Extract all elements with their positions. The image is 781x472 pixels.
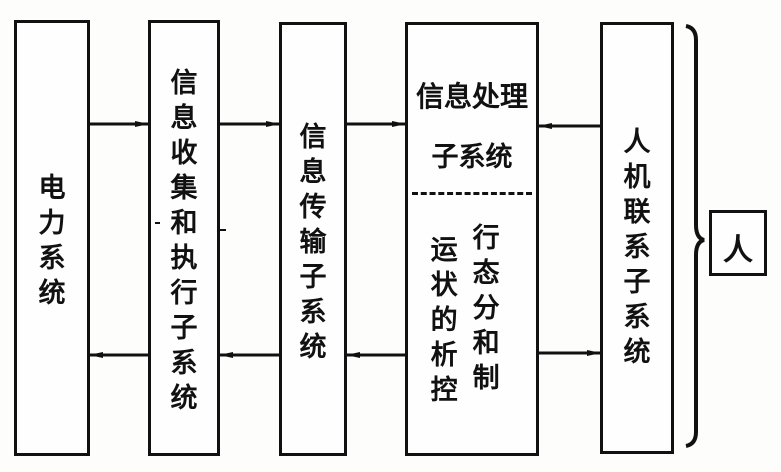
hmi-label: 人机联系子系统	[623, 127, 651, 368]
power-system-block: 电力系统	[14, 20, 90, 456]
person-label: 人	[723, 233, 753, 268]
processing-subtitle: 子系统	[431, 142, 513, 173]
person-block: 人	[709, 210, 767, 276]
info-collection-execution-label: 信息收集和执行子系统	[170, 68, 198, 414]
hmi-block: 人机联系子系统	[600, 22, 674, 454]
processing-title: 信息处理	[415, 80, 528, 113]
info-transmission-label: 信息传输子系统	[299, 122, 327, 363]
info-processing-block: 信息处理 子系统 运状的析控 行态分和制	[405, 22, 539, 456]
info-collection-execution-block: 信息收集和执行子系统	[148, 20, 220, 456]
analysis-col-2: 行态分和制	[472, 223, 500, 394]
info-transmission-block: 信息传输子系统	[279, 22, 347, 456]
brace-grouping	[685, 24, 705, 448]
analysis-control-text: 运状的析控 行态分和制	[408, 221, 536, 411]
analysis-col-1: 运状的析控	[430, 235, 458, 406]
dashed-divider	[412, 192, 532, 195]
power-system-label: 电力系统	[38, 173, 66, 309]
